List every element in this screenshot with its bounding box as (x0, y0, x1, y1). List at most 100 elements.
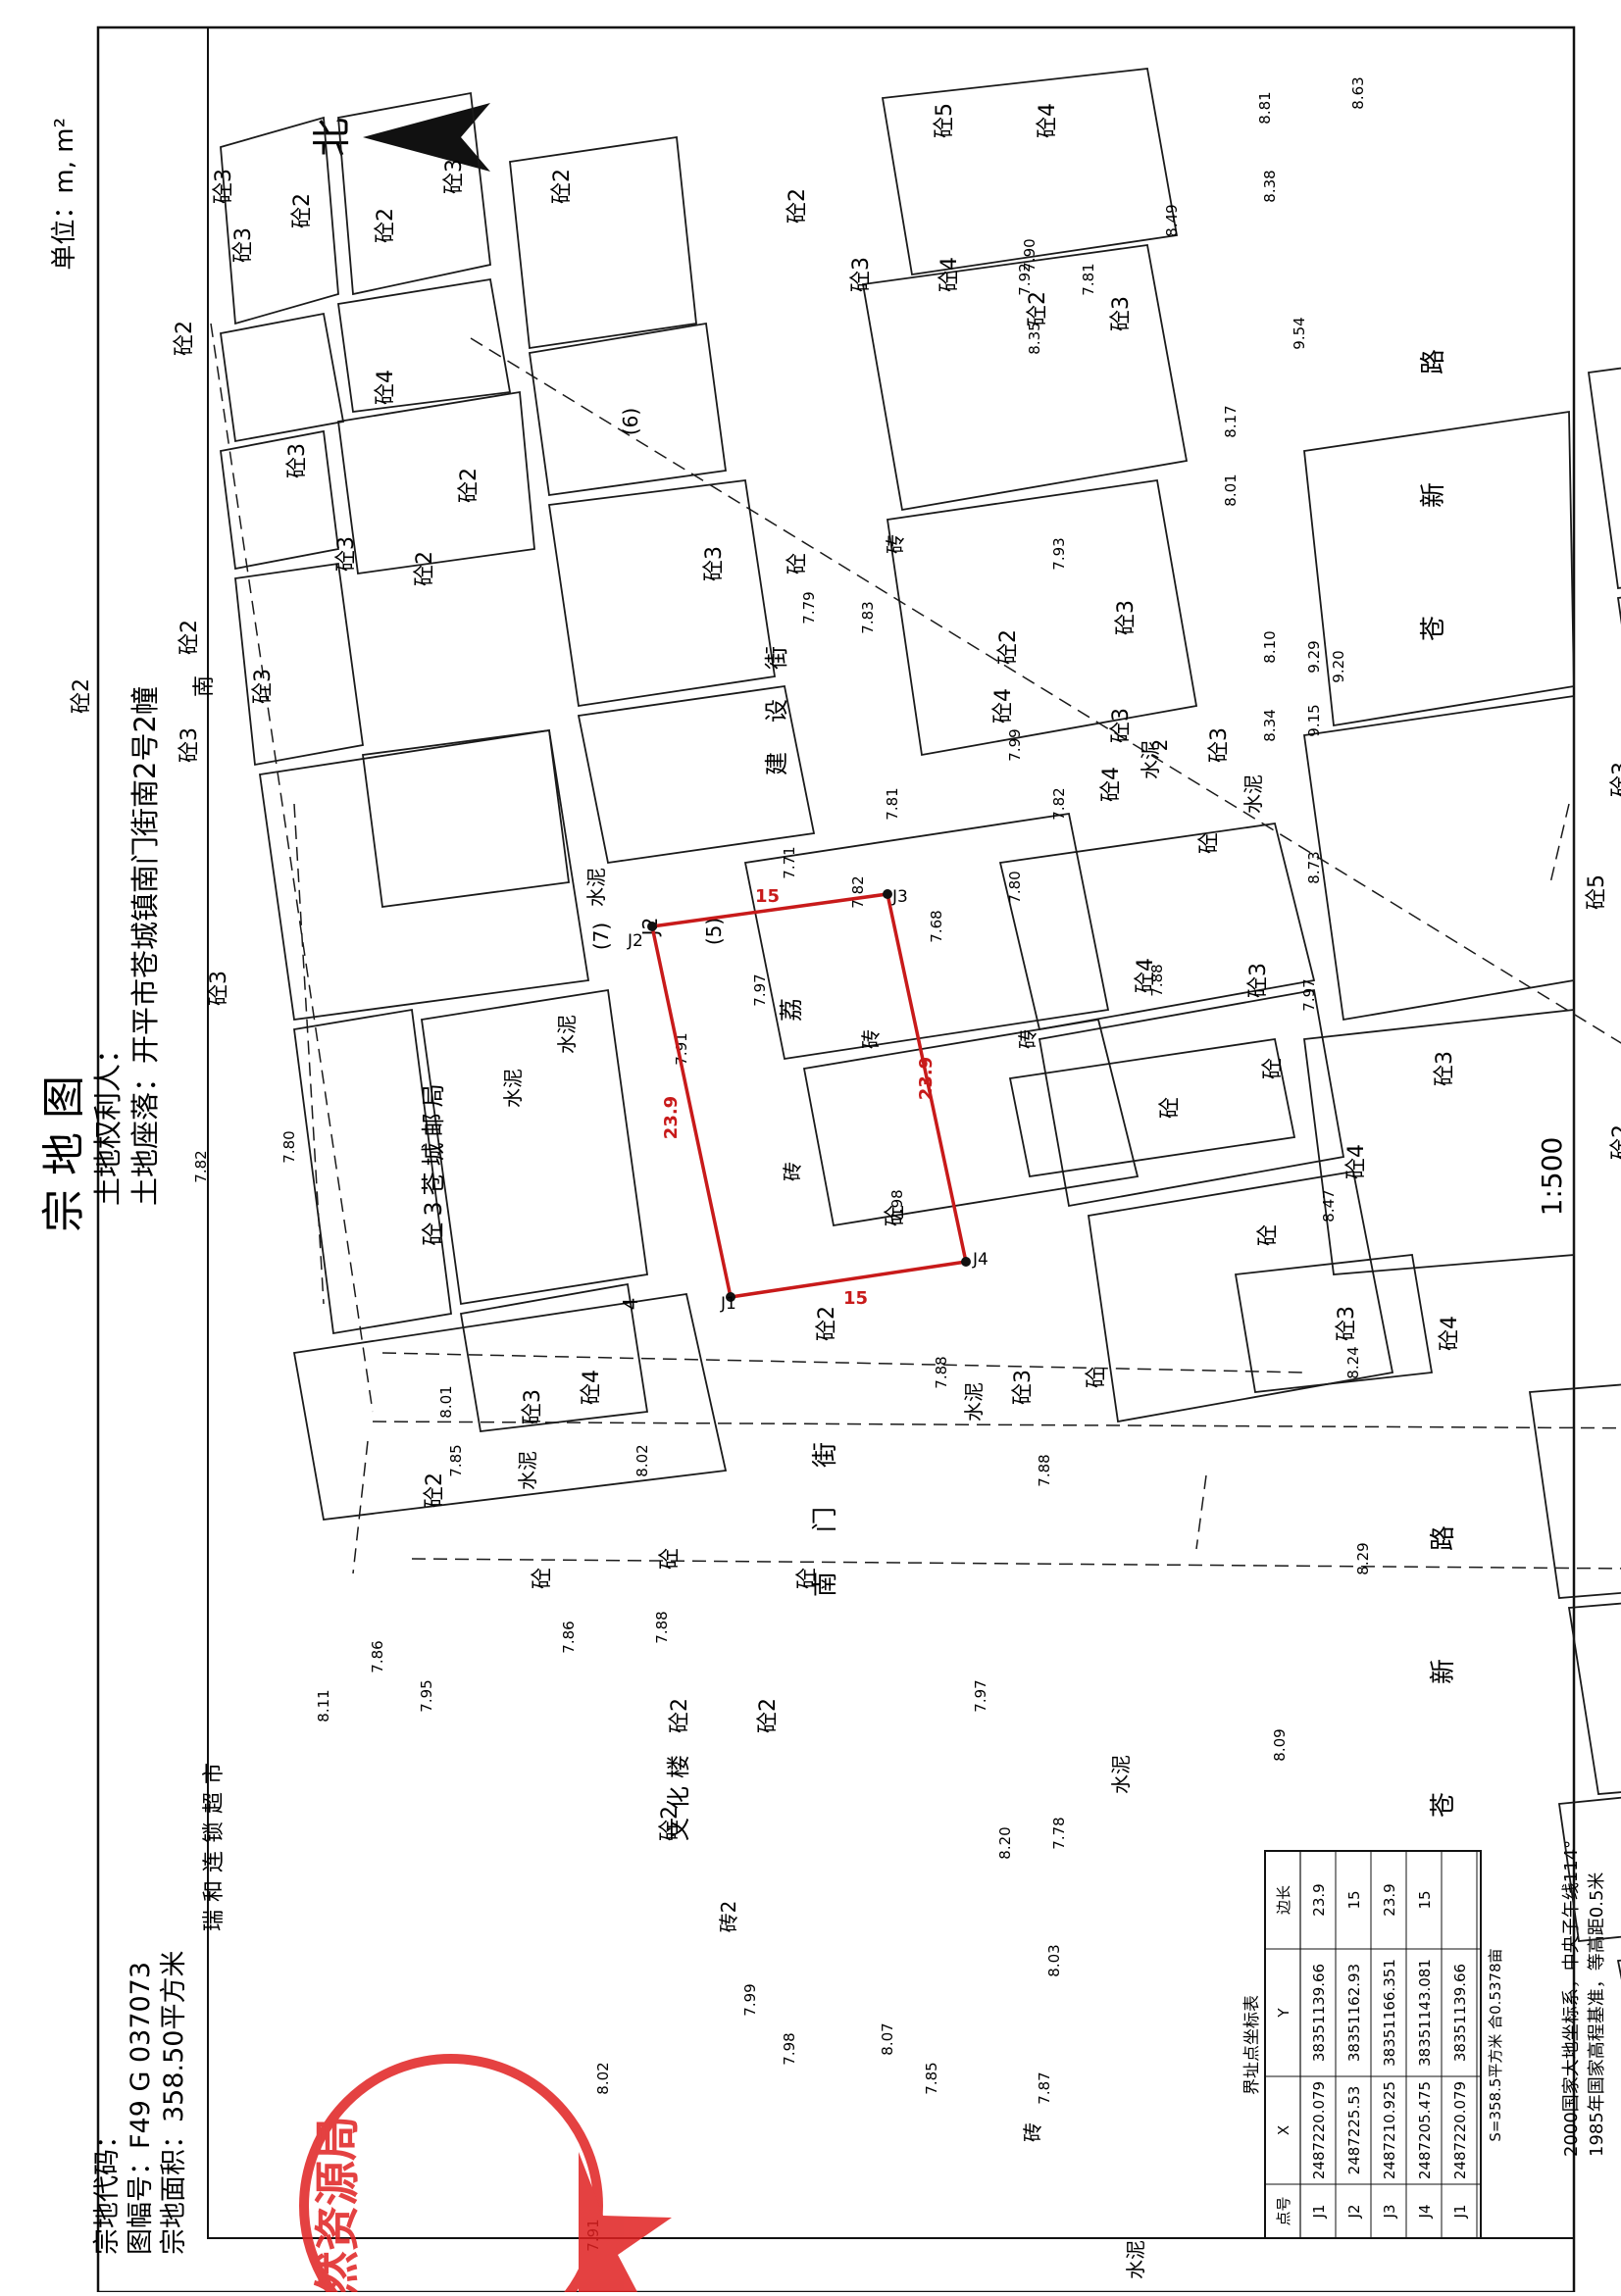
building-label-group: 砼2 (785, 188, 810, 224)
building-label-group: 砼2 (550, 169, 575, 204)
building-outline (998, 822, 1316, 1031)
building-outline (292, 1292, 728, 1521)
building-label-group: 砼2 (70, 678, 94, 714)
table-cell: 2487220.079 (1451, 2081, 1469, 2179)
building-label: 砼3 (177, 727, 202, 763)
building-label-group: 砼 (884, 1205, 908, 1226)
misc-label-group: 水泥 (501, 1069, 525, 1108)
misc-label: 2 (1148, 739, 1172, 752)
footnote-group: 2000国家大地坐标系，中央子午线114° 1985年国家高程基准，等高距0.5… (1561, 1840, 1607, 2157)
elevation-label: 7.98 (781, 2032, 798, 2065)
building-label: 砼4 (937, 257, 962, 292)
misc-label-group: 砖 (781, 1162, 804, 1181)
building-label: 砼2 (374, 208, 398, 243)
building-outline (743, 812, 1110, 1061)
building-label: 砼3 (849, 257, 874, 292)
misc-label: 砖 (859, 1029, 883, 1049)
elevation-label-group: 8.07 (879, 2022, 896, 2055)
elevation-label-group: 8.11 (315, 1689, 332, 1722)
building-label-group: 砼3 (1207, 727, 1232, 763)
boundary-point-j1 (726, 1292, 735, 1302)
elevation-label: 8.02 (594, 2062, 612, 2094)
elevation-label: 7.88 (653, 1611, 671, 1643)
table-cell: 2487210.925 (1381, 2081, 1398, 2179)
elevation-label-group: 7.81 (884, 787, 901, 820)
building-outline (220, 116, 339, 325)
building-label-group: 砼4 (991, 688, 1016, 724)
north-arrow-shape (363, 103, 490, 172)
stamp-text: 然资源局 (311, 2116, 364, 2292)
misc-label: (5) (702, 918, 726, 945)
elevation-label: 7.85 (447, 1444, 465, 1476)
building-label-group: 砼4 (1134, 958, 1158, 993)
table-cell: J3 (1381, 2205, 1398, 2220)
elevation-label: 7.86 (560, 1621, 578, 1653)
boundary-length-right: 23.9 (916, 1057, 937, 1100)
elevation-label-group: 9.54 (1291, 317, 1308, 349)
boundary-length-bottom: 15 (843, 1288, 868, 1309)
elevation-label-group: 8.38 (1261, 170, 1279, 202)
misc-label: 水泥 (516, 1451, 539, 1490)
building-label-group: 砼 (795, 1568, 820, 1589)
building-outline (1234, 1254, 1434, 1393)
table-cell: 15 (1345, 1890, 1363, 1909)
building-label-group: 砼4 (1438, 1316, 1462, 1351)
elevation-label-group: 9.15 (1305, 704, 1323, 736)
building-label: 砼5 (1585, 874, 1609, 910)
building-label: 砼2 (423, 1472, 447, 1508)
parcel-use-label: 荔 (778, 998, 805, 1022)
table-title: 界址点坐标表 (1242, 1995, 1262, 2095)
misc-label-group: 水泥 (584, 868, 608, 907)
elevation-label-group: 7.95 (418, 1679, 435, 1712)
unit-group: 单位：m, m² (50, 118, 79, 271)
building-label: 砼2 (815, 1306, 839, 1341)
table-cell: 2487205.475 (1416, 2081, 1434, 2179)
building-label-group: 砼3 (231, 227, 256, 263)
building-outline (1303, 410, 1575, 727)
misc-label: (6) (619, 408, 642, 435)
building-label-group: 砼2 (668, 1698, 692, 1733)
elevation-label: 7.95 (418, 1679, 435, 1712)
building-label: 砼 (785, 553, 810, 574)
elevation-label-group: 7.83 (859, 601, 877, 633)
elevation-label-group: 8.09 (1271, 1728, 1289, 1761)
building-label-group: 砼2 (658, 1806, 683, 1841)
elevation-label-group: 7.88 (933, 1356, 950, 1388)
building-label-group: 砼4 (1036, 103, 1060, 138)
misc-label-group: (7) (589, 923, 613, 950)
point-label-j2: J2 (627, 931, 643, 951)
building-label-group: 砼3 (702, 546, 727, 581)
elevation-label-group: 7.98 (781, 2032, 798, 2065)
elevation-label-group: 8.73 (1305, 851, 1323, 883)
point-label-j3: J3 (891, 887, 908, 907)
building-label: 砼2 (996, 629, 1021, 665)
elevation-label-group: 8.47 (1320, 1189, 1338, 1222)
building-label: 砼 (1197, 832, 1222, 854)
table-header-cell: X (1275, 2125, 1292, 2135)
misc-label-group: 4 (619, 1298, 642, 1311)
elevation-label-group: 7.80 (280, 1130, 298, 1163)
point-label-j1: J1 (720, 1294, 736, 1314)
official-stamp: 然资源局 (299, 2054, 672, 2296)
street-south-gate: 南门街 (811, 1403, 840, 1597)
building-outline (420, 988, 649, 1306)
elevation-label-group: 7.81 (1080, 263, 1097, 295)
building-outline (336, 277, 512, 414)
culture-bldg-label: 文化楼 (665, 1747, 692, 1841)
elevation-label: 7.88 (933, 1356, 950, 1388)
table-cell: J2 (1345, 2205, 1363, 2220)
building-label-group: 砼4 (580, 1370, 604, 1405)
elevation-label: 7.88 (1148, 964, 1166, 996)
elevation-label-group: 8.63 (1349, 76, 1367, 109)
building-label: 砼3 (1207, 727, 1232, 763)
supermarket-label: 瑞和连锁超市 (202, 1755, 227, 1931)
elevation-label: 8.73 (1305, 851, 1323, 883)
boundary-length-top: 15 (755, 886, 780, 907)
table-header-cell: 边长 (1275, 1885, 1292, 1915)
building-label: 砼5 (933, 103, 957, 138)
road-edge (210, 323, 374, 1413)
elevation-label-group: 8.01 (1222, 474, 1240, 506)
building-outline (336, 390, 535, 575)
elevation-label: 7.71 (781, 846, 798, 878)
table-header-cell: 点号 (1275, 2196, 1292, 2225)
